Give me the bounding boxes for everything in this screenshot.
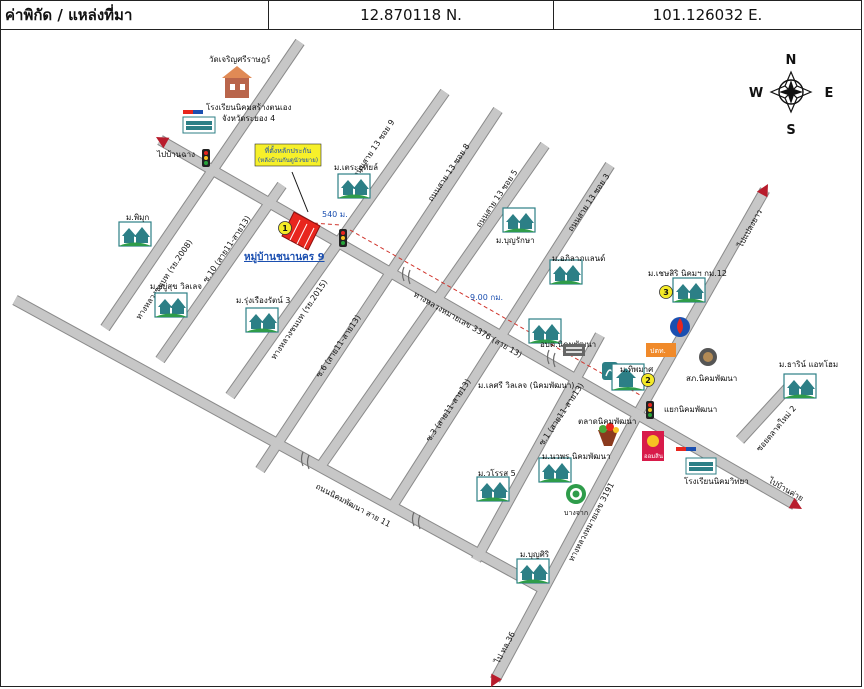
label-m-bunrak: ม.บุญรักษา <box>496 236 535 245</box>
label-r6: ซ.6 (สาย11-สาย13) <box>314 313 362 379</box>
svg-text:3: 3 <box>663 288 669 297</box>
callout-title: ที่ตั้งหลักประกัน <box>265 144 312 155</box>
house-icon <box>154 292 188 318</box>
ptt-icon <box>670 317 690 337</box>
road-network <box>12 38 800 683</box>
house-icon <box>476 476 510 502</box>
label-village9: หมู่บ้านชนานคร 9 <box>244 251 325 264</box>
marker-2: 2 <box>641 373 655 387</box>
distance-9km: 9.00 กม. <box>470 293 503 302</box>
label-school2: โรงเรียนนิคมวิทยา <box>684 476 749 486</box>
house-icon <box>502 207 536 233</box>
market-icon <box>598 423 619 446</box>
label-store: ออมสิน <box>644 453 663 460</box>
svg-text:2: 2 <box>645 376 651 385</box>
house-icon <box>538 457 572 483</box>
label-m-daeng: ม.เตระอุทัยล์ <box>334 162 378 172</box>
subject-property: ที่ตั้งหลักประกัน (หลังบ้านกันดูนัวขยาย) <box>254 143 322 251</box>
house-icon <box>672 277 706 303</box>
label-m-rungrueang: ม.รุ่งเรืองรัตน์ 3 <box>236 295 290 305</box>
label-soi3: ถนนสาย 13 ซอย 3 <box>566 172 611 233</box>
house-icon <box>245 307 279 333</box>
label-m-bunsiri: ม.บุญศิริ <box>520 550 550 559</box>
label-bangchak: บางจาก <box>564 509 588 517</box>
house-icon <box>516 558 550 584</box>
label-r3: ซ.3 (สาย11-สาย13) <box>424 377 472 443</box>
label-wat: วัดเจริญศรีราษฎร์ <box>209 54 271 64</box>
coordinate-label: ค่าพิกัด / แหล่งที่มา <box>1 1 269 29</box>
longitude-value: 101.126032 E. <box>652 6 763 24</box>
callout-subtitle: (หลังบ้านกันดูนัวขยาย) <box>258 157 318 164</box>
location-map: 540 ม. 9.00 กม. ทางหลวงหมายเลข 3376 (สาย… <box>12 38 838 687</box>
label-m-tharin: ม.ธาริน์ แอทโฮม <box>779 359 838 369</box>
police-icon <box>699 348 717 366</box>
temple-icon <box>222 66 252 98</box>
compass-east: E <box>825 86 834 101</box>
road-break-marks <box>300 266 556 530</box>
gas-station-icon: ปตท. <box>646 343 676 357</box>
latitude-value: 12.870118 N. <box>269 1 554 29</box>
label-m-aswa: ม.อภิลาภแลนด์ <box>552 253 605 263</box>
traffic-light-icon <box>646 401 654 419</box>
school-icon <box>676 447 717 475</box>
numbered-markers: 1 2 3 <box>278 221 673 387</box>
bangchak-icon <box>566 484 586 504</box>
label-m-nawaphon: ม.นวพร นิคมพัฒนา <box>542 452 610 461</box>
gsb-bank-icon: ออมสิน <box>642 431 664 461</box>
label-ptt: ปตท. <box>650 347 666 355</box>
map-frame <box>0 30 862 687</box>
coordinate-header: ค่าพิกัด / แหล่งที่มา 12.870118 N. 101.1… <box>0 0 862 30</box>
label-yaek: แยกนิคมพัฒนา <box>664 405 717 414</box>
compass-north: N <box>786 53 797 68</box>
distance-lines: 540 ม. 9.00 กม. <box>299 210 641 396</box>
marker-3: 3 <box>659 285 673 299</box>
label-school1-line2: จังหวัดระยอง 4 <box>222 114 275 123</box>
label-school1-line1: โรงเรียนนิคมสร้างตนเอง <box>206 102 292 112</box>
landmarks: วัดเจริญศรีราษฎร์ โรงเรียนนิคมสร้างตนเอง… <box>118 54 838 584</box>
label-kasorn: ม.ทิพมาศ <box>620 365 653 374</box>
house-icon <box>783 373 817 399</box>
label-m-wirot: ม.วโรรส 5 <box>478 468 516 478</box>
traffic-light-icon <box>339 229 347 247</box>
property-marker-icon <box>281 211 321 251</box>
compass-south: S <box>786 123 795 138</box>
compass-west: W <box>749 86 763 101</box>
label-r1: ซ.1 (สาย11-สาย13) <box>537 381 585 447</box>
house-icon <box>549 259 583 285</box>
svg-text:1: 1 <box>282 224 288 233</box>
traffic-light-icon <box>202 149 210 167</box>
compass-rose: N S W E <box>749 53 834 138</box>
label-m-chemisiri: ม.เชษสิริ นิคมฯ กม.12 <box>648 269 727 278</box>
label-to-ban-chang: ไปบ้านฉาง <box>156 150 195 159</box>
government-icon <box>563 344 585 356</box>
label-m-lettri: ม.เลศรี วิลเลจ (นิคมพัฒนา) <box>478 381 574 390</box>
school-icon <box>182 110 216 134</box>
distance-540m: 540 ม. <box>322 210 348 219</box>
house-icon <box>118 221 152 247</box>
house-icon <box>337 173 371 199</box>
marker-1: 1 <box>278 221 292 235</box>
traffic-lights <box>202 149 654 419</box>
property-callout: ที่ตั้งหลักประกัน (หลังบ้านกันดูนัวขยาย) <box>254 143 322 167</box>
label-m-phimuk: ม.พิมุก <box>126 213 149 222</box>
label-sabai: สภ.นิคมพัฒนา <box>686 374 737 383</box>
label-m-atsakorn: ม.อยู่สุข วิลเลจ <box>150 282 202 292</box>
label-talad: ตลาดนิคมพัฒนา <box>578 417 636 426</box>
